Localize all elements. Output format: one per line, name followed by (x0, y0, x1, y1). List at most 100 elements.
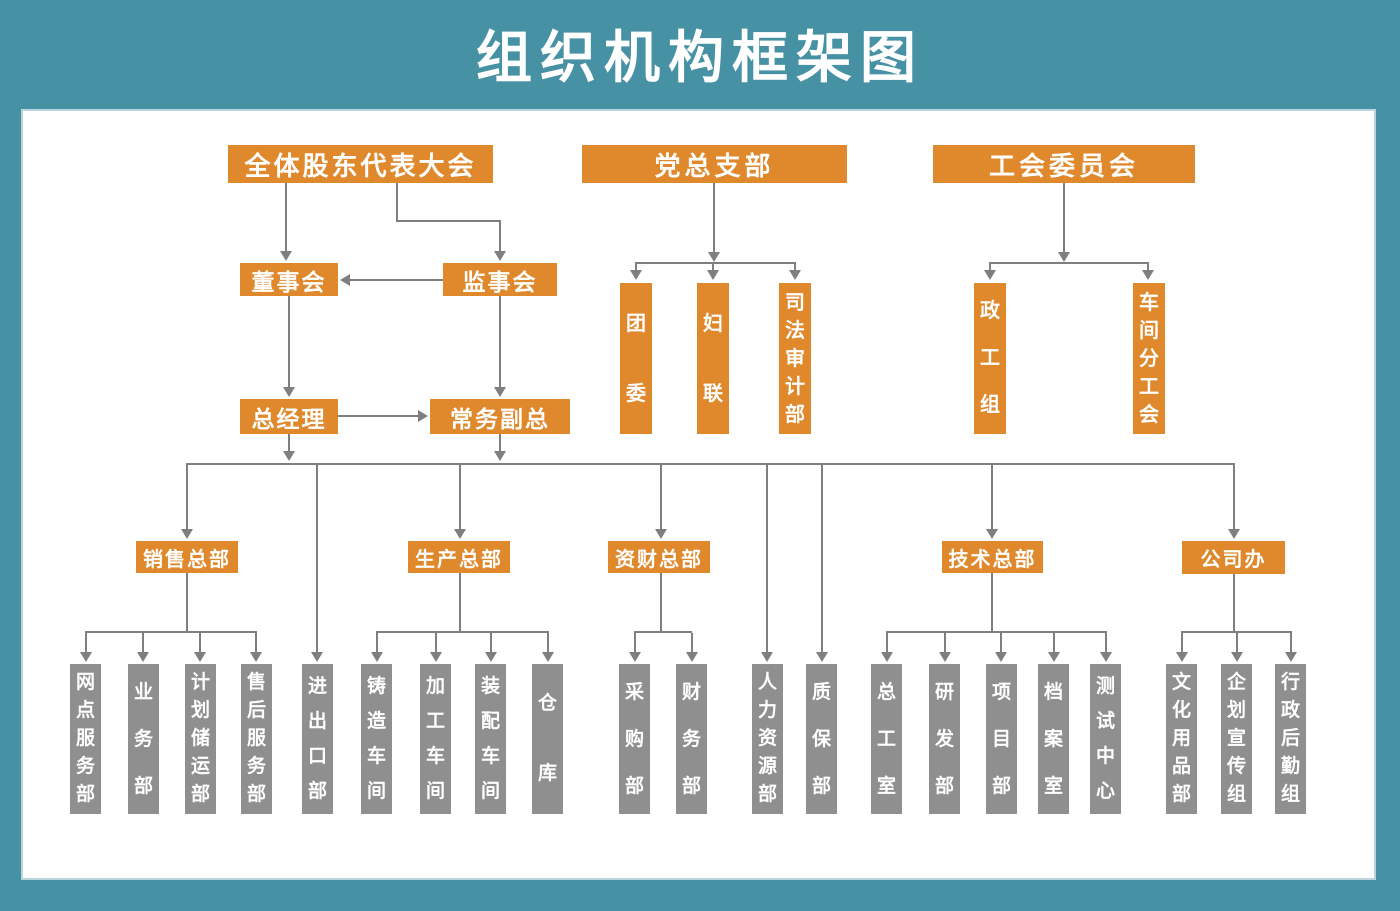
node-shareholders-meeting: 全体股东代表大会 (228, 145, 493, 183)
arrowhead-down (1176, 652, 1188, 662)
arrowhead-down (816, 652, 828, 662)
arrowhead-down (250, 652, 262, 662)
connector-line (186, 463, 1235, 465)
arrowhead-down (881, 652, 893, 662)
arrowhead-down (986, 529, 998, 539)
node-assembly-workshop: 装配车间 (475, 664, 506, 814)
arrowhead-down (494, 451, 506, 461)
connector-line (634, 633, 636, 652)
arrowhead-down (708, 252, 720, 262)
node-import-export-dept: 进出口部 (302, 664, 333, 814)
connector-line (1181, 631, 1292, 633)
node-sales-hq: 销售总部 (136, 541, 238, 573)
connector-line (1000, 633, 1002, 652)
connector-line (944, 633, 946, 652)
connector-line (766, 465, 768, 652)
connector-line (635, 264, 637, 270)
arrowhead-down (1142, 270, 1154, 280)
connector-line (186, 465, 188, 529)
arrowhead-down (761, 652, 773, 662)
connector-line (635, 262, 796, 264)
connector-line (85, 633, 87, 652)
connector-line (376, 633, 378, 652)
node-planning-storage-dept: 计划储运部 (185, 664, 216, 814)
arrowhead-down (707, 270, 719, 280)
node-tech-hq: 技术总部 (942, 541, 1043, 573)
node-culture-supplies-dept: 文化用品部 (1166, 664, 1197, 814)
arrowhead-down (485, 652, 497, 662)
connector-line (547, 633, 549, 652)
connector-line (288, 434, 290, 451)
node-women-federation: 妇联 (697, 283, 729, 434)
connector-line (634, 631, 692, 633)
connector-line (989, 262, 1149, 264)
node-company-office: 公司办 (1182, 541, 1285, 574)
connector-line (713, 183, 715, 252)
node-finance-hq: 资财总部 (608, 541, 710, 573)
connector-line (199, 633, 201, 652)
node-chief-engineer-office: 总工室 (871, 664, 902, 814)
connector-line (350, 279, 443, 281)
arrowhead-down (542, 652, 554, 662)
connector-line (1233, 573, 1235, 631)
node-hr-dept: 人力资源部 (752, 664, 783, 814)
arrowhead-down (1231, 652, 1243, 662)
connector-line (991, 573, 993, 631)
connector-line (660, 465, 662, 529)
arrowhead-down (686, 652, 698, 662)
arrowhead-down (194, 652, 206, 662)
node-archives-room: 档案室 (1038, 664, 1069, 814)
connector-line (499, 434, 501, 451)
node-after-sales-dept: 售后服务部 (241, 664, 272, 814)
node-rd-dept: 研发部 (929, 664, 960, 814)
connector-line (886, 633, 888, 652)
connector-line (316, 465, 318, 652)
arrowhead-down (1100, 652, 1112, 662)
node-youth-league: 团委 (620, 283, 652, 434)
arrowhead-down (630, 270, 642, 280)
node-party-branch: 党总支部 (582, 145, 847, 183)
connector-line (991, 465, 993, 529)
connector-line (186, 573, 188, 631)
node-planning-publicity-group: 企划宣传组 (1221, 664, 1252, 814)
arrowhead-down (494, 251, 506, 261)
connector-line (821, 465, 823, 652)
node-finance-dept: 财务部 (676, 664, 707, 814)
connector-line (435, 633, 437, 652)
arrowhead-down (984, 270, 996, 280)
node-board-of-directors: 董事会 (240, 263, 338, 296)
arrowhead-down (1228, 529, 1240, 539)
connector-line (1233, 465, 1235, 529)
connector-line (255, 633, 257, 652)
arrowhead-down (137, 652, 149, 662)
arrowhead-down (280, 251, 292, 261)
node-quality-assurance-dept: 质保部 (806, 664, 837, 814)
node-political-work-group: 政工组 (974, 283, 1006, 434)
connector-line (1105, 633, 1107, 652)
connector-line (886, 631, 1107, 633)
connector-line (1290, 633, 1292, 652)
connector-line (338, 415, 418, 417)
connector-line (1236, 633, 1238, 652)
connector-line (142, 633, 144, 652)
arrowhead-down (283, 451, 295, 461)
node-testing-center: 测试中心 (1090, 664, 1121, 814)
connector-line (794, 264, 796, 270)
node-machining-workshop: 加工车间 (420, 664, 451, 814)
arrowhead-down (494, 387, 506, 397)
node-casting-workshop: 铸造车间 (361, 664, 392, 814)
node-supervisory-board: 监事会 (443, 263, 557, 296)
arrowhead-down (181, 529, 193, 539)
arrowhead-down (430, 652, 442, 662)
arrowhead-down (80, 652, 92, 662)
node-executive-deputy-gm: 常务副总 (430, 399, 570, 434)
node-judicial-audit-dept: 司法审计部 (779, 283, 811, 434)
connector-line (660, 573, 662, 631)
node-admin-logistics-group: 行政后勤组 (1275, 664, 1306, 814)
connector-line (85, 631, 257, 633)
page-title: 组织机构框架图 (476, 26, 924, 89)
node-union-committee: 工会委员会 (933, 145, 1195, 183)
connector-line (1063, 183, 1065, 252)
connector-line (1181, 633, 1183, 652)
